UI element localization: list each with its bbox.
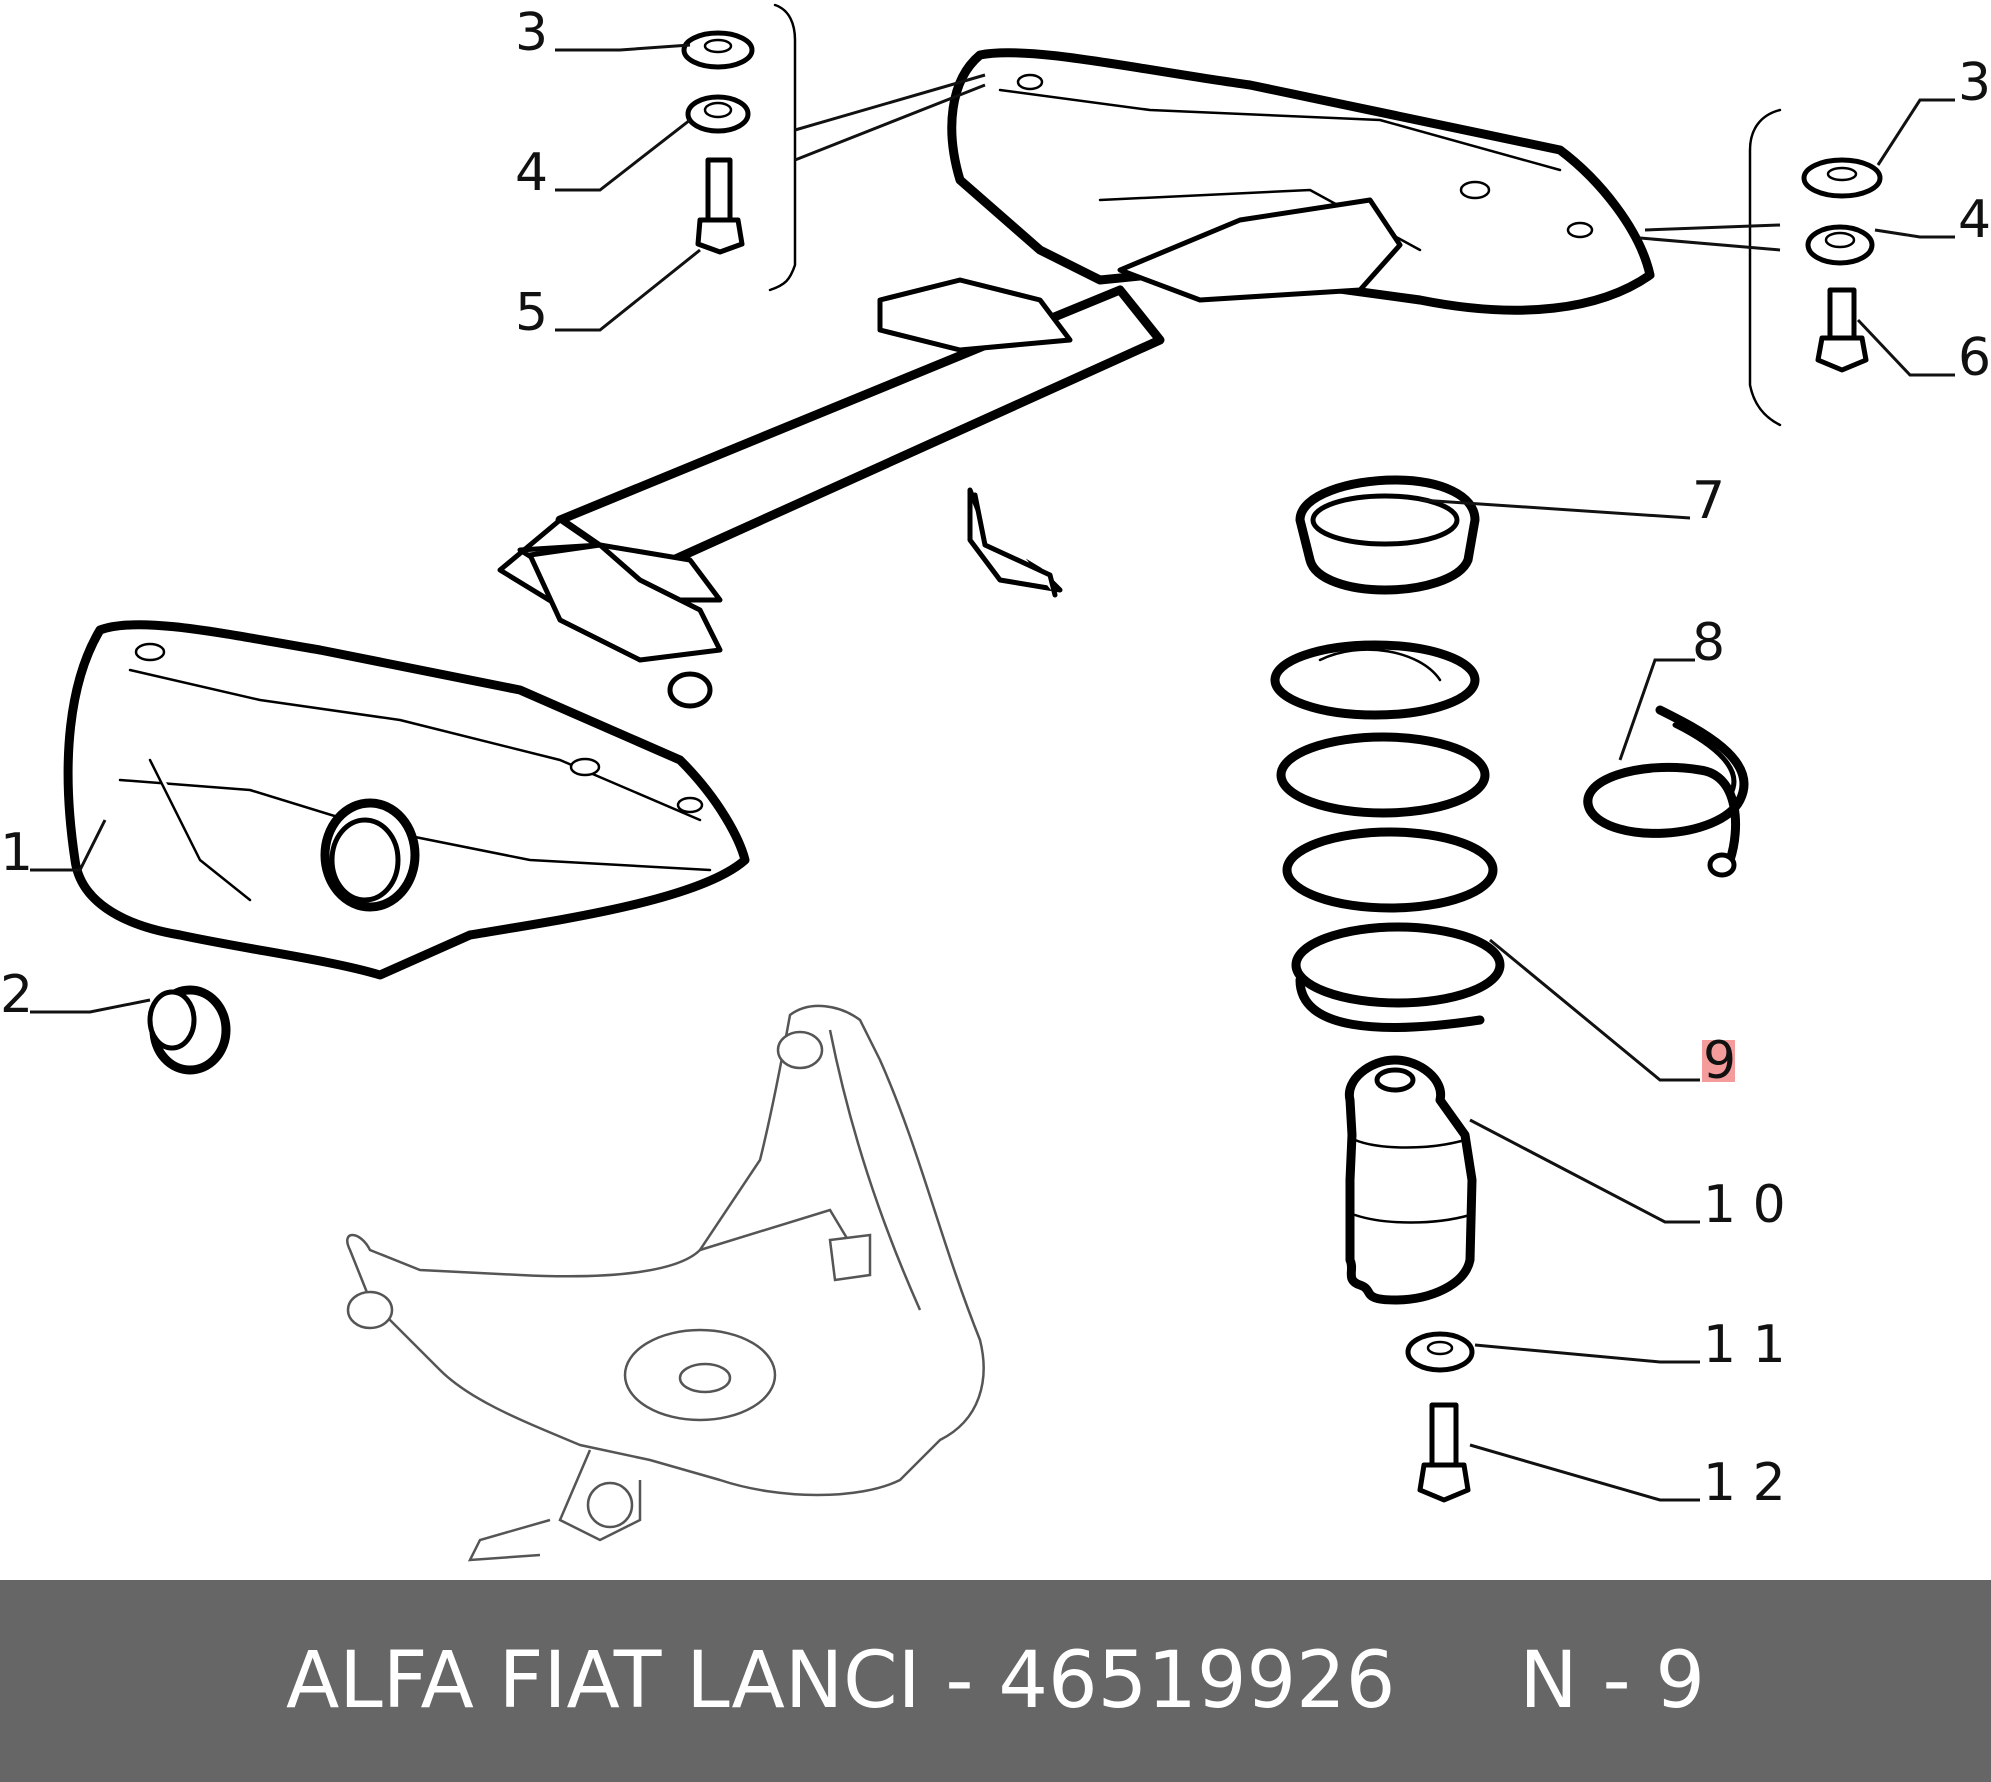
callout-3-left: 3 bbox=[515, 3, 548, 63]
spring-washer-4-right bbox=[1805, 224, 1875, 266]
callout-12: 1 2 bbox=[1703, 1453, 1786, 1513]
footer-bar: ALFA FIAT LANCI - 46519926 N - 9 bbox=[0, 1580, 1991, 1782]
spring-seat-7 bbox=[1295, 475, 1480, 595]
bolt-6 bbox=[1815, 287, 1869, 373]
callout-4-left: 4 bbox=[515, 143, 548, 203]
crossmember-subframe bbox=[63, 48, 1655, 980]
callout-4-right: 4 bbox=[1958, 190, 1991, 250]
part-reference-caption: ALFA FIAT LANCI - 46519926 N - 9 bbox=[285, 1636, 1706, 1726]
callout-9-highlight bbox=[1702, 1040, 1735, 1082]
leader-lines bbox=[30, 43, 1955, 1502]
spring-insulator-8 bbox=[1583, 705, 1749, 878]
callout-7: 7 bbox=[1692, 471, 1725, 531]
exploded-parts-diagram: 3 4 5 3 4 6 7 8 9 1 0 1 1 1 2 1 2 bbox=[0, 3, 1991, 1562]
spring-washer-4-left bbox=[685, 94, 751, 134]
callout-6: 6 bbox=[1958, 328, 1991, 388]
bushing-2 bbox=[147, 985, 231, 1075]
callout-8: 8 bbox=[1692, 613, 1725, 673]
washer-3-left bbox=[681, 30, 755, 70]
bracket-right bbox=[1748, 108, 1782, 427]
bolt-12 bbox=[1417, 1402, 1471, 1503]
callout-2: 2 bbox=[0, 965, 33, 1025]
washer-11 bbox=[1405, 1331, 1475, 1373]
bracket-left bbox=[768, 3, 797, 292]
callout-5: 5 bbox=[515, 283, 548, 343]
callout-9: 9 bbox=[1703, 1031, 1736, 1091]
callout-11: 1 1 bbox=[1703, 1315, 1786, 1375]
callout-3-right: 3 bbox=[1958, 53, 1991, 113]
callout-labels: 3 4 5 3 4 6 7 8 9 1 0 1 1 1 2 1 2 bbox=[0, 3, 1991, 1513]
callout-10: 1 0 bbox=[1703, 1175, 1786, 1235]
coil-spring-9 bbox=[1270, 640, 1505, 1032]
ghost-control-arm bbox=[346, 1004, 985, 1562]
washer-3-right bbox=[1801, 157, 1883, 199]
bump-stop-10 bbox=[1344, 1055, 1477, 1305]
callout-1: 1 bbox=[0, 823, 33, 883]
bolt-5 bbox=[695, 157, 745, 255]
